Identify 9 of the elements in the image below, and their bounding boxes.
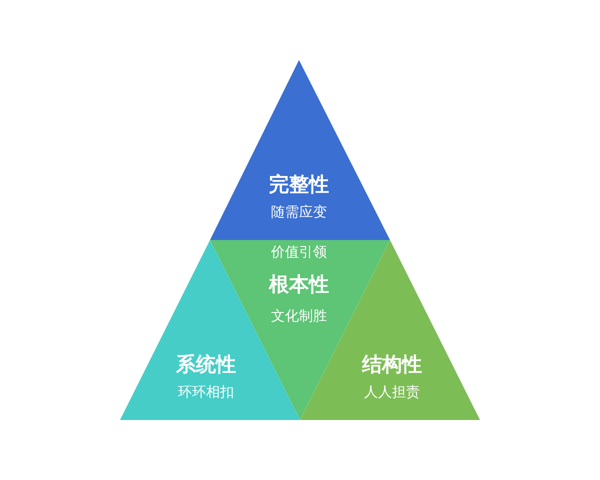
segment-title: 根本性 bbox=[269, 273, 329, 295]
segment-title: 结构性 bbox=[362, 353, 422, 375]
segment-title: 系统性 bbox=[176, 353, 236, 375]
segment-subtitle: 价值引领 bbox=[271, 245, 327, 261]
segment-subtitle: 环环相扣 bbox=[178, 385, 234, 401]
segment-subtitle: 随需应变 bbox=[271, 205, 327, 221]
segment-subtitle: 文化制胜 bbox=[271, 309, 327, 325]
segment-subtitle: 人人担责 bbox=[364, 385, 420, 401]
segment-title: 完整性 bbox=[269, 173, 329, 195]
